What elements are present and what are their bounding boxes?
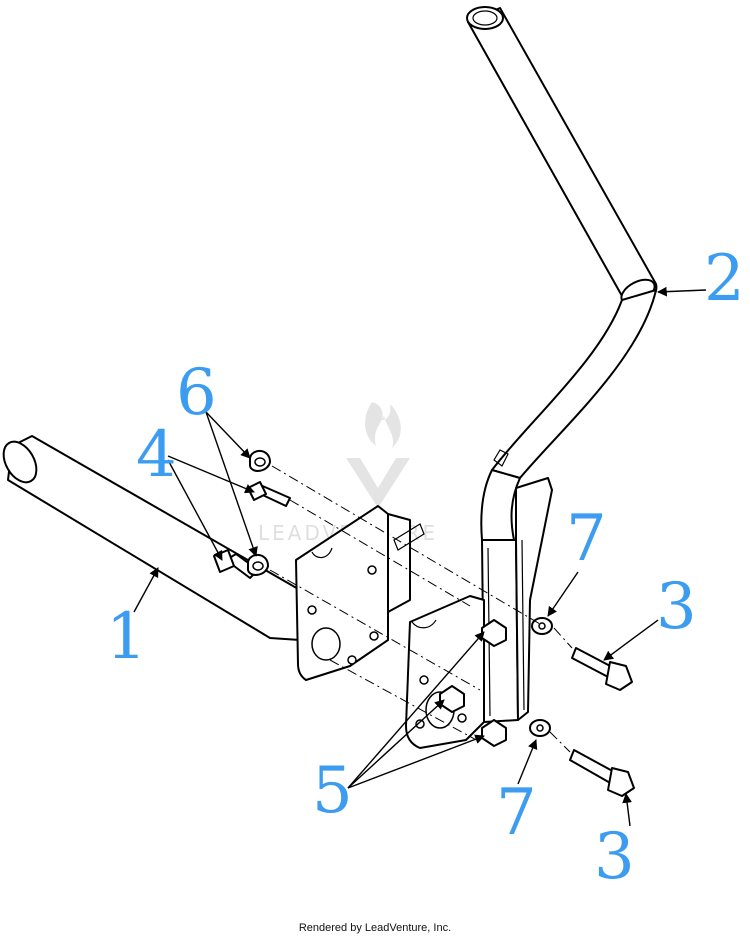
- callout-3-upper: 3: [656, 570, 697, 644]
- alignment-lines: [269, 465, 573, 753]
- right-bracket: [405, 477, 553, 749]
- callout-7-upper: 7: [566, 502, 607, 576]
- callout-3-lower: 3: [594, 820, 635, 894]
- left-hardware: [213, 450, 291, 579]
- callout-1: 1: [106, 600, 147, 674]
- callout-2: 2: [704, 242, 745, 316]
- callout-4: 4: [136, 418, 177, 492]
- callout-5: 5: [312, 754, 353, 828]
- left-plate: [295, 505, 425, 681]
- callout-labels: 1 2 3 3 4 5 6 7 7: [106, 242, 745, 894]
- leader-lines: [133, 286, 707, 827]
- callout-6: 6: [176, 356, 217, 430]
- callout-7-lower: 7: [496, 776, 537, 850]
- handle-tube: [466, 6, 658, 541]
- right-hardware: [529, 617, 635, 797]
- bracket-nuts: [439, 619, 507, 747]
- footer-credit: Rendered by LeadVenture, Inc.: [298, 922, 452, 934]
